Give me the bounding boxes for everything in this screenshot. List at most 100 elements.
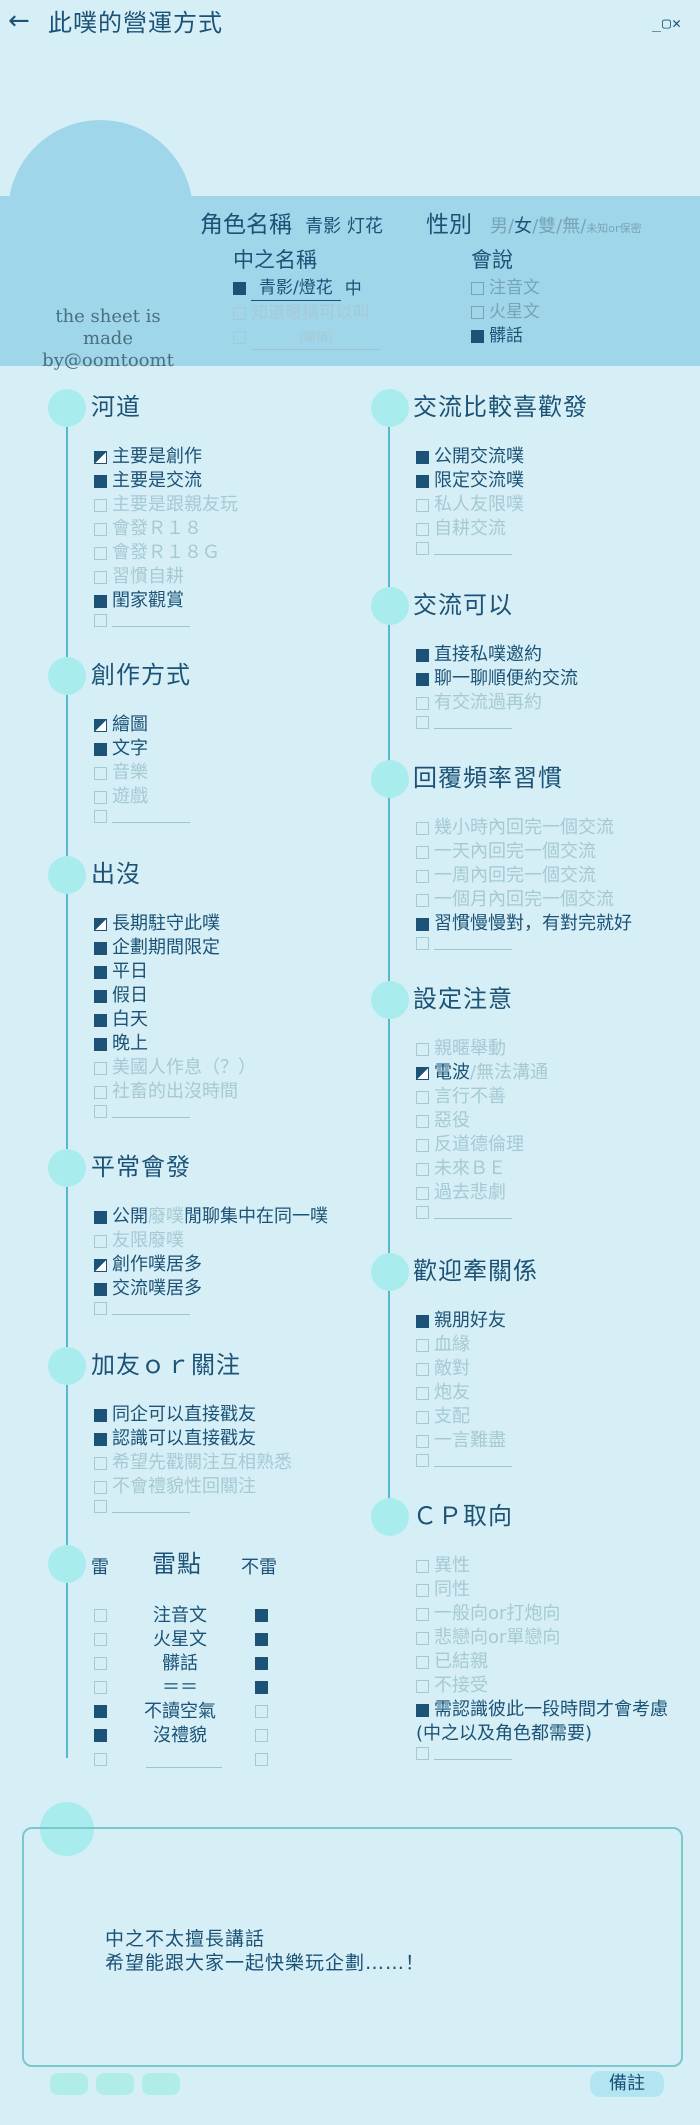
- checkbox-empty[interactable]: [416, 1453, 429, 1467]
- checkbox-empty[interactable]: [416, 1090, 429, 1104]
- blank-line[interactable]: [112, 1104, 190, 1118]
- option-item[interactable]: 血緣: [416, 1333, 512, 1357]
- tab-pill[interactable]: [50, 2073, 88, 2095]
- option-item[interactable]: [416, 1746, 668, 1760]
- ok-checkbox[interactable]: [255, 1753, 268, 1766]
- option-item[interactable]: 親暱舉動: [416, 1037, 548, 1061]
- checkbox-empty[interactable]: [94, 1104, 107, 1118]
- option-item[interactable]: 習慣慢慢對，有對完就好: [416, 912, 632, 936]
- option-item[interactable]: 公開交流噗: [416, 445, 524, 469]
- option-item[interactable]: [416, 936, 632, 950]
- checkbox-filled[interactable]: [416, 672, 429, 686]
- option-item[interactable]: 敵對: [416, 1357, 512, 1381]
- checkbox-empty[interactable]: [416, 1205, 429, 1219]
- checkbox-empty[interactable]: [416, 936, 429, 950]
- option-item[interactable]: 自耕交流: [416, 517, 524, 541]
- option-item[interactable]: 不接受: [416, 1674, 668, 1698]
- option-item[interactable]: [94, 1301, 328, 1315]
- checkbox-filled[interactable]: [233, 282, 246, 295]
- nogo-checkbox[interactable]: [94, 1657, 107, 1670]
- option-item[interactable]: [416, 715, 578, 729]
- player-option[interactable]: 青影/燈花 中: [233, 276, 381, 301]
- speak-option[interactable]: 火星文: [471, 300, 540, 324]
- option-item[interactable]: 電波/無法溝通: [416, 1061, 548, 1085]
- option-item[interactable]: 主要是交流: [94, 469, 238, 493]
- option-item[interactable]: 閨家觀賞: [94, 589, 238, 613]
- option-item[interactable]: 長期駐守此噗: [94, 912, 256, 936]
- checkbox-empty[interactable]: [94, 613, 107, 627]
- option-item[interactable]: 同企可以直接戳友: [94, 1403, 292, 1427]
- option-item[interactable]: 會發Ｒ１８Ｇ: [94, 541, 238, 565]
- checkbox-empty[interactable]: [416, 1631, 429, 1645]
- speak-option[interactable]: 注音文: [471, 276, 540, 300]
- option-item[interactable]: 悲戀向or單戀向: [416, 1626, 668, 1650]
- checkbox-filled[interactable]: [416, 917, 429, 931]
- checkbox-filled[interactable]: [416, 1703, 429, 1717]
- blank-line[interactable]: [112, 613, 190, 627]
- nogo-checkbox[interactable]: [94, 1729, 107, 1742]
- blank-line[interactable]: [112, 1499, 190, 1513]
- option-item[interactable]: 認識可以直接戳友: [94, 1427, 292, 1451]
- checkbox-empty[interactable]: [416, 1042, 429, 1056]
- option-item[interactable]: 聊一聊順便約交流: [416, 667, 578, 691]
- checkbox-empty[interactable]: [416, 1655, 429, 1669]
- checkbox-empty[interactable]: [416, 845, 429, 859]
- option-item[interactable]: [416, 1453, 512, 1467]
- option-item[interactable]: 同性: [416, 1578, 668, 1602]
- option-item[interactable]: (中之以及角色都需要): [416, 1723, 593, 1744]
- checkbox-empty[interactable]: [416, 522, 429, 536]
- blank-line[interactable]: [434, 1205, 512, 1219]
- option-item[interactable]: 晚上: [94, 1032, 256, 1056]
- checkbox-empty[interactable]: [416, 1386, 429, 1400]
- option-item[interactable]: 美國人作息（？）: [94, 1056, 256, 1080]
- option-item[interactable]: 支配: [416, 1405, 512, 1429]
- option-item[interactable]: 已結親: [416, 1650, 668, 1674]
- option-item[interactable]: 一天內回完一個交流: [416, 840, 632, 864]
- option-item[interactable]: 幾小時內回完一個交流: [416, 816, 632, 840]
- option-item[interactable]: [94, 613, 238, 627]
- ok-checkbox[interactable]: [255, 1657, 268, 1670]
- option-item[interactable]: 有交流過再約: [416, 691, 578, 715]
- blank-line[interactable]: [434, 1453, 512, 1467]
- checkbox-filled[interactable]: [94, 989, 107, 1003]
- ok-checkbox[interactable]: [255, 1729, 268, 1742]
- blank-line[interactable]: [434, 541, 512, 555]
- checkbox-empty[interactable]: [94, 1234, 107, 1248]
- option-item[interactable]: 不會禮貌性回關注: [94, 1475, 292, 1499]
- option-item[interactable]: 公開廢噗閒聊集中在同一噗: [94, 1205, 328, 1229]
- option-item[interactable]: 主要是創作: [94, 445, 238, 469]
- checkbox-filled[interactable]: [94, 1408, 107, 1422]
- checkbox-empty[interactable]: [416, 1338, 429, 1352]
- checkbox-empty[interactable]: [94, 1085, 107, 1099]
- option-item[interactable]: 親朋好友: [416, 1309, 512, 1333]
- nogo-checkbox[interactable]: [94, 1609, 107, 1622]
- checkbox-empty[interactable]: [416, 869, 429, 883]
- option-item[interactable]: 異性: [416, 1554, 668, 1578]
- checkbox-empty[interactable]: [416, 1607, 429, 1621]
- checkbox-half[interactable]: [94, 1258, 107, 1272]
- checkbox-empty[interactable]: [416, 715, 429, 729]
- checkbox-filled[interactable]: [94, 1037, 107, 1051]
- checkbox-empty[interactable]: [94, 1301, 107, 1315]
- option-item[interactable]: 習慣自耕: [94, 565, 238, 589]
- option-item[interactable]: 限定交流噗: [416, 469, 524, 493]
- option-item[interactable]: 一個月內回完一個交流: [416, 888, 632, 912]
- option-item[interactable]: 文字: [94, 737, 190, 761]
- option-item[interactable]: 假日: [94, 984, 256, 1008]
- option-item[interactable]: 會發Ｒ１８: [94, 517, 238, 541]
- checkbox-empty[interactable]: [416, 1559, 429, 1573]
- option-item[interactable]: 音樂: [94, 761, 190, 785]
- checkbox-empty[interactable]: [94, 522, 107, 536]
- option-item[interactable]: 反道德倫理: [416, 1133, 548, 1157]
- checkbox-empty[interactable]: [94, 546, 107, 560]
- blank-line[interactable]: [112, 1301, 190, 1315]
- option-item[interactable]: 遊戲: [94, 785, 190, 809]
- checkbox-empty[interactable]: [94, 1499, 107, 1513]
- checkbox-empty[interactable]: [416, 1138, 429, 1152]
- checkbox-empty[interactable]: [233, 306, 246, 320]
- player-option[interactable]: 知道暱稱可以叫: [233, 301, 381, 325]
- option-item[interactable]: 過去悲劇: [416, 1181, 548, 1205]
- option-item[interactable]: 友限廢噗: [94, 1229, 328, 1253]
- checkbox-filled[interactable]: [94, 965, 107, 979]
- option-item[interactable]: 希望先戳關注互相熟悉: [94, 1451, 292, 1475]
